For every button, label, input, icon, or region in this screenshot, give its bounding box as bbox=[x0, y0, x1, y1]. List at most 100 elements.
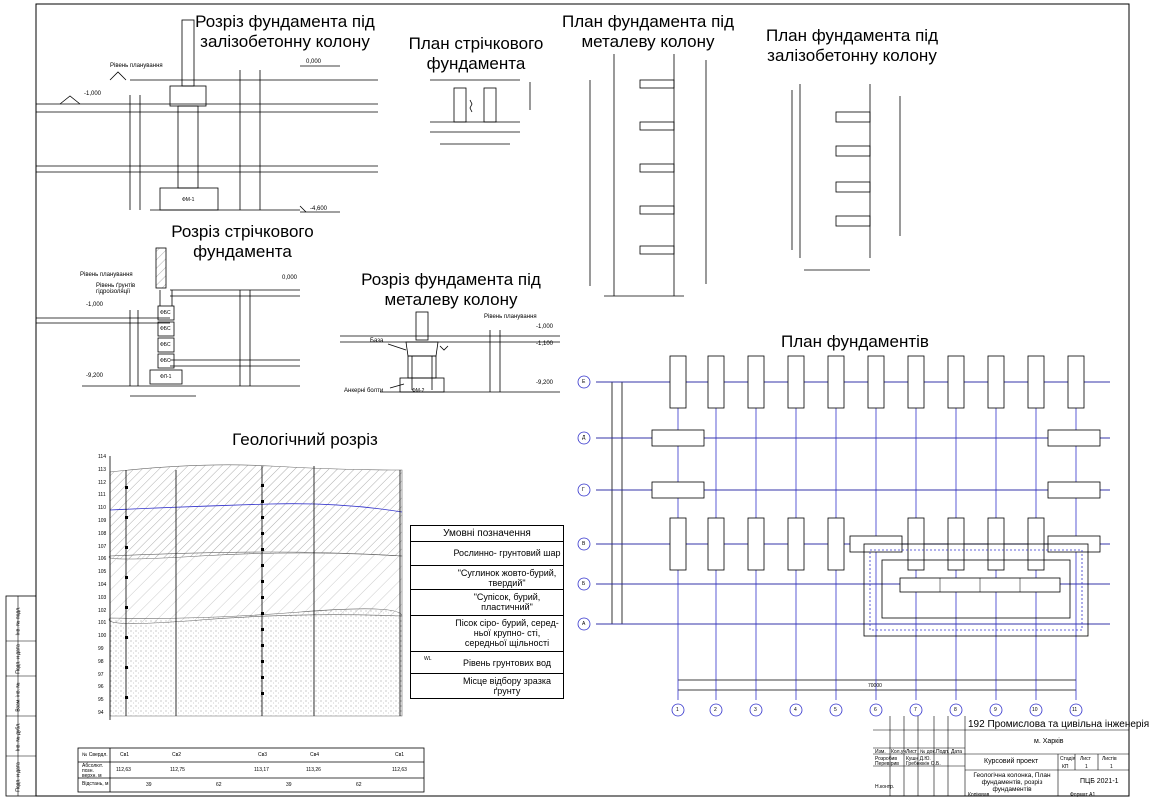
geology-drawing bbox=[77, 456, 425, 793]
section-strip-drawing bbox=[36, 247, 300, 397]
geo-elev-2: 112,75 bbox=[170, 767, 185, 773]
stamp-row-h1: Изм. bbox=[875, 749, 886, 755]
axis-num-3: 3 bbox=[754, 707, 757, 713]
stamp-kind: Курсовий проект bbox=[984, 758, 1039, 765]
stamp-content: Геологічна колонка, План фундаментів, ро… bbox=[973, 772, 1051, 793]
legend: Умовні позначення Рослинно- грунтовий ша… bbox=[410, 525, 564, 699]
elevation-tick: 113 bbox=[98, 466, 106, 473]
strip-block-1: ФБС bbox=[160, 310, 171, 316]
elevation-tick: 112 bbox=[98, 479, 106, 486]
elevation-tick: 107 bbox=[98, 543, 107, 550]
elevation-tick: 97 bbox=[98, 671, 104, 678]
rc-mark-1: -1,000 bbox=[84, 91, 102, 97]
plan-strip-drawing bbox=[430, 79, 531, 145]
stamp-row-h3: Лист bbox=[906, 749, 917, 755]
title-section-strip: Розріз стрічкового фундамента bbox=[171, 222, 314, 261]
axis-num-1: 1 bbox=[676, 707, 679, 713]
strip-tag: ФЛ-1 bbox=[160, 374, 172, 380]
plan-total-span: 70000 bbox=[868, 683, 882, 689]
title-geology: Геологічний розріз bbox=[232, 430, 378, 449]
metal-mark-1: -1,100 bbox=[536, 341, 554, 347]
elevation-tick: 99 bbox=[98, 646, 104, 652]
elevation-tick: 105 bbox=[98, 569, 107, 576]
stamp-footer-left: Копіював bbox=[968, 792, 990, 798]
rc-level-label: Рівень планування bbox=[110, 63, 163, 69]
geo-table-header-dist: Відстань, м bbox=[82, 781, 109, 787]
rc-tag: ФМ-1 bbox=[182, 197, 195, 203]
elevation-tick: 100 bbox=[98, 633, 107, 640]
axis-num-10: 10 bbox=[1032, 707, 1038, 713]
side-stamp-5: Подп. и дата bbox=[15, 762, 22, 792]
axis-num-9: 9 bbox=[994, 707, 997, 713]
strip-mark-1: -1,000 bbox=[86, 302, 104, 308]
stamp-row-h6: Дата bbox=[951, 749, 963, 755]
axis-letter-b: Б bbox=[582, 581, 586, 587]
elevation-tick: 108 bbox=[98, 530, 107, 537]
stamp-row-h4: № док. bbox=[920, 749, 937, 755]
elevation-tick: 110 bbox=[98, 505, 106, 512]
title-plan-strip: План стрічкового фундамента bbox=[408, 34, 544, 73]
side-stamp-2: Подп. и дата bbox=[15, 644, 22, 674]
axis-letter-v: В bbox=[582, 541, 586, 547]
foundation-plan-drawing bbox=[577, 355, 1110, 717]
strip-block-3: ФБС bbox=[160, 342, 171, 348]
legend-item-2: "Суглинок жовто-бурий, твердий" bbox=[457, 568, 557, 588]
title-section-metal: Розріз фундамента під металеву колону bbox=[361, 270, 541, 309]
title-plan-metal: План фундамента під металеву колону bbox=[562, 12, 734, 51]
geo-dist-3: 39 bbox=[286, 782, 292, 788]
elevation-tick: 104 bbox=[98, 582, 107, 588]
elevation-tick: 109 bbox=[98, 518, 107, 524]
section-metal-drawing bbox=[340, 311, 560, 393]
metal-bolts-label: Анкерні болти bbox=[344, 388, 384, 394]
legend-item-3: "Супісок, бурий, пластичний" bbox=[473, 592, 541, 612]
strip-block-4: ФБС bbox=[160, 358, 171, 364]
elevation-tick: 101 bbox=[98, 620, 107, 627]
stamp-role-3: Н.контр. bbox=[875, 784, 895, 790]
elevation-tick: 114 bbox=[98, 454, 106, 460]
axis-letter-d: Д bbox=[582, 435, 586, 441]
metal-tag: ФМ-2 bbox=[412, 388, 425, 394]
elevation-tick: 95 bbox=[98, 697, 104, 704]
strip-mark-2: -9,200 bbox=[86, 373, 104, 379]
elevation-tick: 98 bbox=[98, 658, 104, 665]
stamp-name-1: Кушн Д.Ю. bbox=[906, 756, 931, 762]
axis-letter-e: Е bbox=[582, 379, 586, 385]
stamp-name-2: Гребнюкін О.Б. bbox=[906, 761, 941, 767]
geo-table-header-elev: Абсолют. позн. верхн. м bbox=[82, 763, 104, 779]
stamp-row-h5: Подп. bbox=[936, 749, 950, 755]
sheet-frame bbox=[35, 3, 1130, 797]
rc-mark-2: -4,600 bbox=[310, 206, 328, 212]
legend-item-6: Місце відбору зразка ґрунту bbox=[463, 676, 551, 696]
legend-title: Умовні позначення bbox=[443, 528, 531, 539]
stamp-role-1: Розробив bbox=[875, 756, 898, 762]
geo-elev-3: 113,17 bbox=[254, 767, 269, 773]
axis-num-4: 4 bbox=[794, 707, 797, 713]
elevation-tick: 106 bbox=[98, 556, 107, 563]
rc-mark-0: 0,000 bbox=[306, 59, 322, 65]
plan-rc-drawing bbox=[791, 84, 901, 271]
axis-num-8: 8 bbox=[954, 707, 957, 713]
metal-mark-0: -1,000 bbox=[536, 324, 554, 330]
elevation-tick: 102 bbox=[98, 607, 107, 614]
elevation-tick: 94 bbox=[98, 710, 104, 716]
strip-ground-label: Рівень ґрунтів гідроізоляції bbox=[96, 283, 136, 295]
title-section-rc: Розріз фундамента під залізобетонну коло… bbox=[195, 12, 375, 51]
geo-well-5: Св1 bbox=[395, 752, 405, 758]
geo-table-header-well: № Свердл. bbox=[82, 752, 108, 758]
title-foundation-plan: План фундаментів bbox=[781, 332, 929, 351]
geo-elev-4: 113,26 bbox=[306, 767, 321, 773]
elevation-tick: 103 bbox=[98, 594, 107, 601]
stamp-stage-v1: КП bbox=[1062, 764, 1069, 770]
legend-item-4: Пісок сіро- бурий, серед- ньої крупно- с… bbox=[455, 618, 559, 648]
geo-well-4: Св4 bbox=[310, 752, 320, 758]
side-stamp-frame bbox=[5, 595, 37, 797]
plan-metal-drawing bbox=[589, 54, 707, 297]
stamp-project: 192 Промислова та цивільна інженерія bbox=[968, 719, 1149, 730]
axis-num-2: 2 bbox=[714, 707, 717, 713]
axis-letter-a: А bbox=[582, 621, 586, 627]
axis-num-6: 6 bbox=[874, 707, 877, 713]
geo-dist-2: 62 bbox=[216, 782, 222, 788]
geo-elev-1: 112,63 bbox=[116, 767, 131, 773]
stamp-stage-h2: Лист bbox=[1080, 756, 1091, 762]
